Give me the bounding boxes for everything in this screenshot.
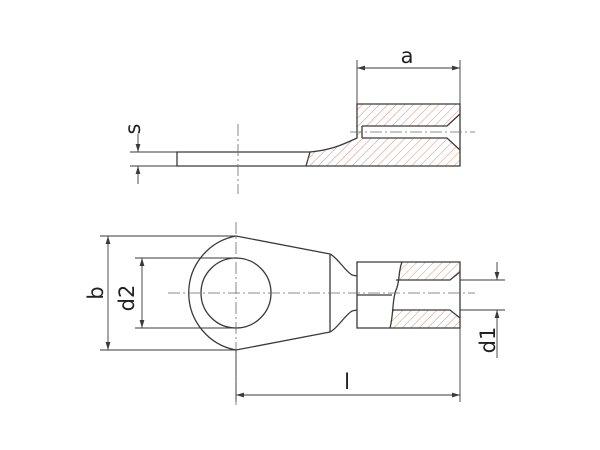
dimension-label-a: a [401,44,414,68]
barrel-section-hatch-top [306,104,460,166]
dimension-label-d1: d1 [476,327,500,354]
barrel-section-hatch-lower [390,310,460,328]
barrel-break-line [389,261,403,329]
barrel-section-hatch-upper [396,262,460,280]
side-view: a s [121,44,475,194]
dimension-label-l: l [344,370,350,394]
top-view: b d2 d1 l [84,222,505,405]
barrel-outline-side [306,103,461,167]
neck-lower [329,309,358,333]
dimension-label-b: b [84,286,108,299]
barrel-bore-side [362,113,461,151]
tongue-plate [176,151,311,167]
dimension-label-s: s [121,124,145,135]
dimension-label-d2: d2 [115,285,139,312]
barrel-bore-top [392,271,461,319]
neck-upper [329,253,358,277]
